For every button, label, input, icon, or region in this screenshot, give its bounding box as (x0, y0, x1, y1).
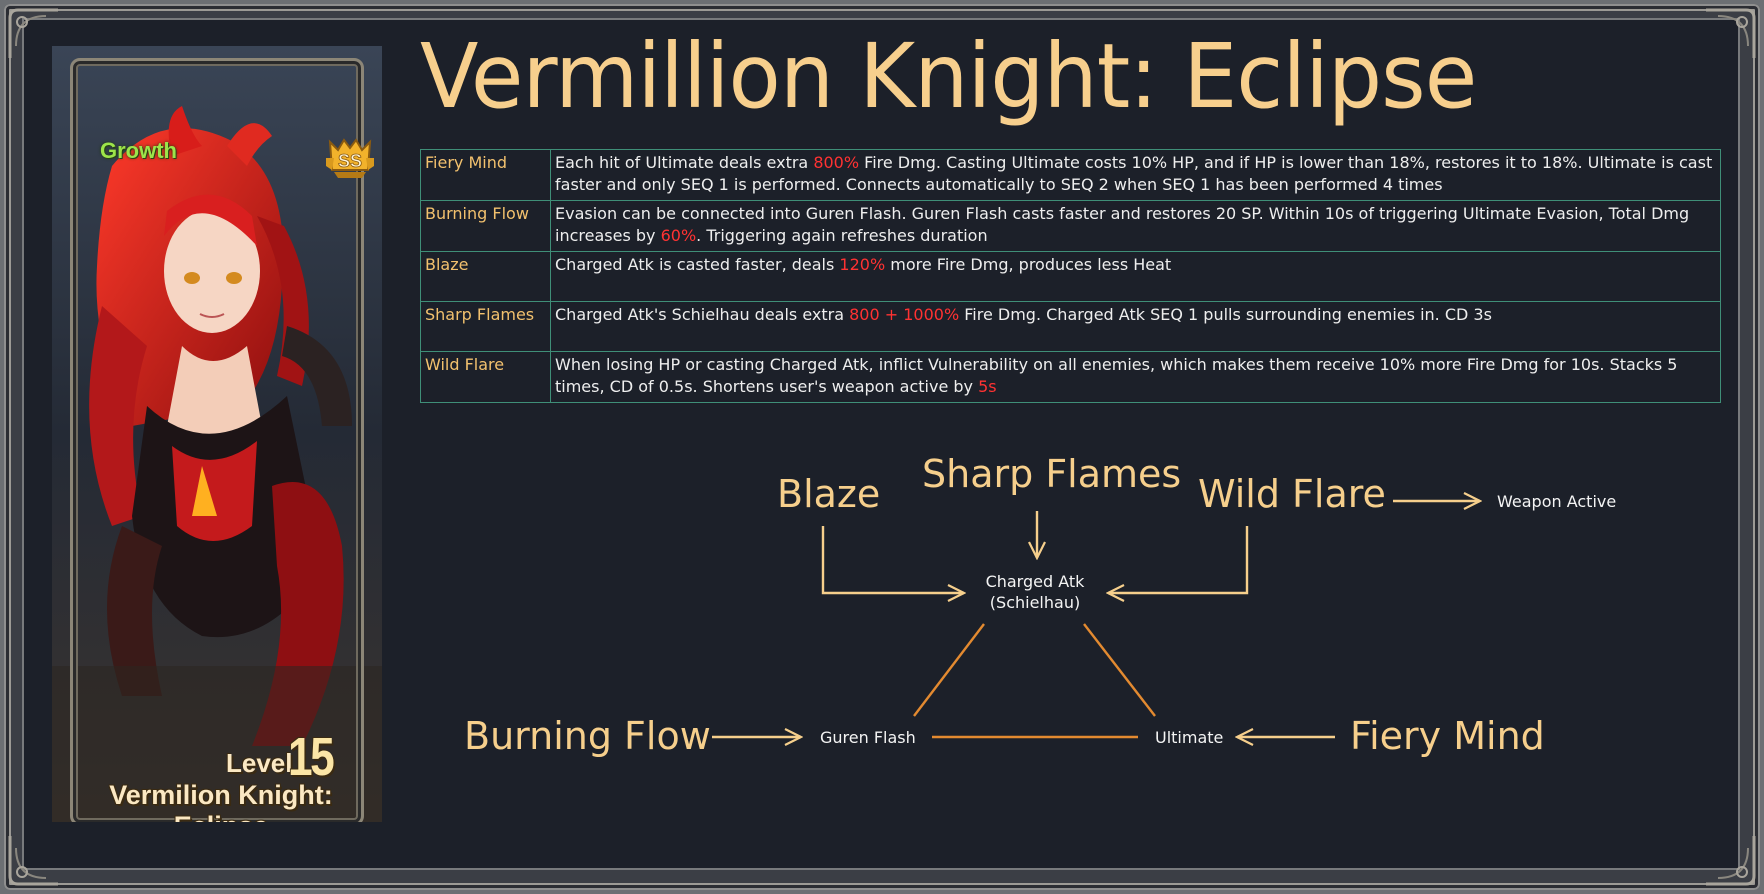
diagram-fiery-mind: Fiery Mind (1350, 714, 1545, 758)
skill-description: Charged Atk's Schielhau deals extra 800 … (550, 301, 1721, 352)
diagram-sharp-flames: Sharp Flames (922, 452, 1182, 496)
description-text: Evasion can be connected into Guren Flas… (555, 204, 1690, 245)
corner-ornament (6, 832, 62, 888)
highlight-value: 60% (660, 226, 697, 245)
svg-text:SS: SS (338, 151, 362, 171)
corner-ornament (6, 6, 62, 62)
corner-ornament (1702, 832, 1758, 888)
character-name: Vermilion Knight: Eclipse (109, 780, 333, 822)
description-text: Fire Dmg. Charged Atk SEQ 1 pulls surrou… (959, 305, 1492, 324)
description-text: Charged Atk's Schielhau deals extra (555, 305, 850, 324)
skill-name: Wild Flare (420, 351, 551, 403)
highlight-value: 800 + 1000% (849, 305, 960, 324)
diagram-ultimate: Ultimate (1155, 728, 1224, 747)
level-value: 15 (288, 727, 335, 787)
skill-description: Each hit of Ultimate deals extra 800% Fi… (550, 149, 1721, 201)
charged-atk-label: Charged Atk (985, 572, 1085, 591)
skill-description: Charged Atk is casted faster, deals 120%… (550, 251, 1721, 302)
character-portrait (52, 46, 382, 822)
diagram-guren-flash: Guren Flash (820, 728, 916, 747)
rank-badge-icon: SS (322, 136, 378, 180)
highlight-value: 120% (839, 255, 886, 274)
description-text: Each hit of Ultimate deals extra (555, 153, 814, 172)
diagram-burning-flow: Burning Flow (464, 714, 711, 758)
highlight-value: 800% (813, 153, 860, 172)
skill-name: Fiery Mind (420, 149, 551, 201)
skill-description: When losing HP or casting Charged Atk, i… (550, 351, 1721, 403)
page-title: Vermillion Knight: Eclipse (420, 24, 1477, 128)
description-text: more Fire Dmg, produces less Heat (885, 255, 1172, 274)
diagram-charged-atk: Charged Atk (Schielhau) (975, 571, 1095, 613)
skill-name: Blaze (420, 251, 551, 302)
diagram-wild-flare: Wild Flare (1198, 472, 1386, 516)
level-label: Level (226, 748, 293, 778)
description-text: Charged Atk is casted faster, deals (555, 255, 840, 274)
skill-name: Burning Flow (420, 200, 551, 252)
card-frame (70, 58, 364, 822)
corner-ornament (1702, 6, 1758, 62)
diagram-weapon-active: Weapon Active (1497, 492, 1617, 511)
description-text: When losing HP or casting Charged Atk, i… (555, 355, 1678, 396)
skill-name: Sharp Flames (420, 301, 551, 352)
highlight-value: 5s (978, 377, 997, 396)
character-card[interactable]: Growth SS Level 15 Vermilion Knight: Ecl… (52, 46, 382, 822)
description-text: . Triggering again refreshes duration (696, 226, 988, 245)
description-text: Fire Dmg. Casting Ultimate costs 10% HP,… (555, 153, 1713, 194)
charged-atk-sublabel: (Schielhau) (989, 593, 1081, 612)
diagram-blaze: Blaze (777, 472, 881, 516)
growth-label: Growth (100, 138, 177, 163)
skill-description: Evasion can be connected into Guren Flas… (550, 200, 1721, 252)
